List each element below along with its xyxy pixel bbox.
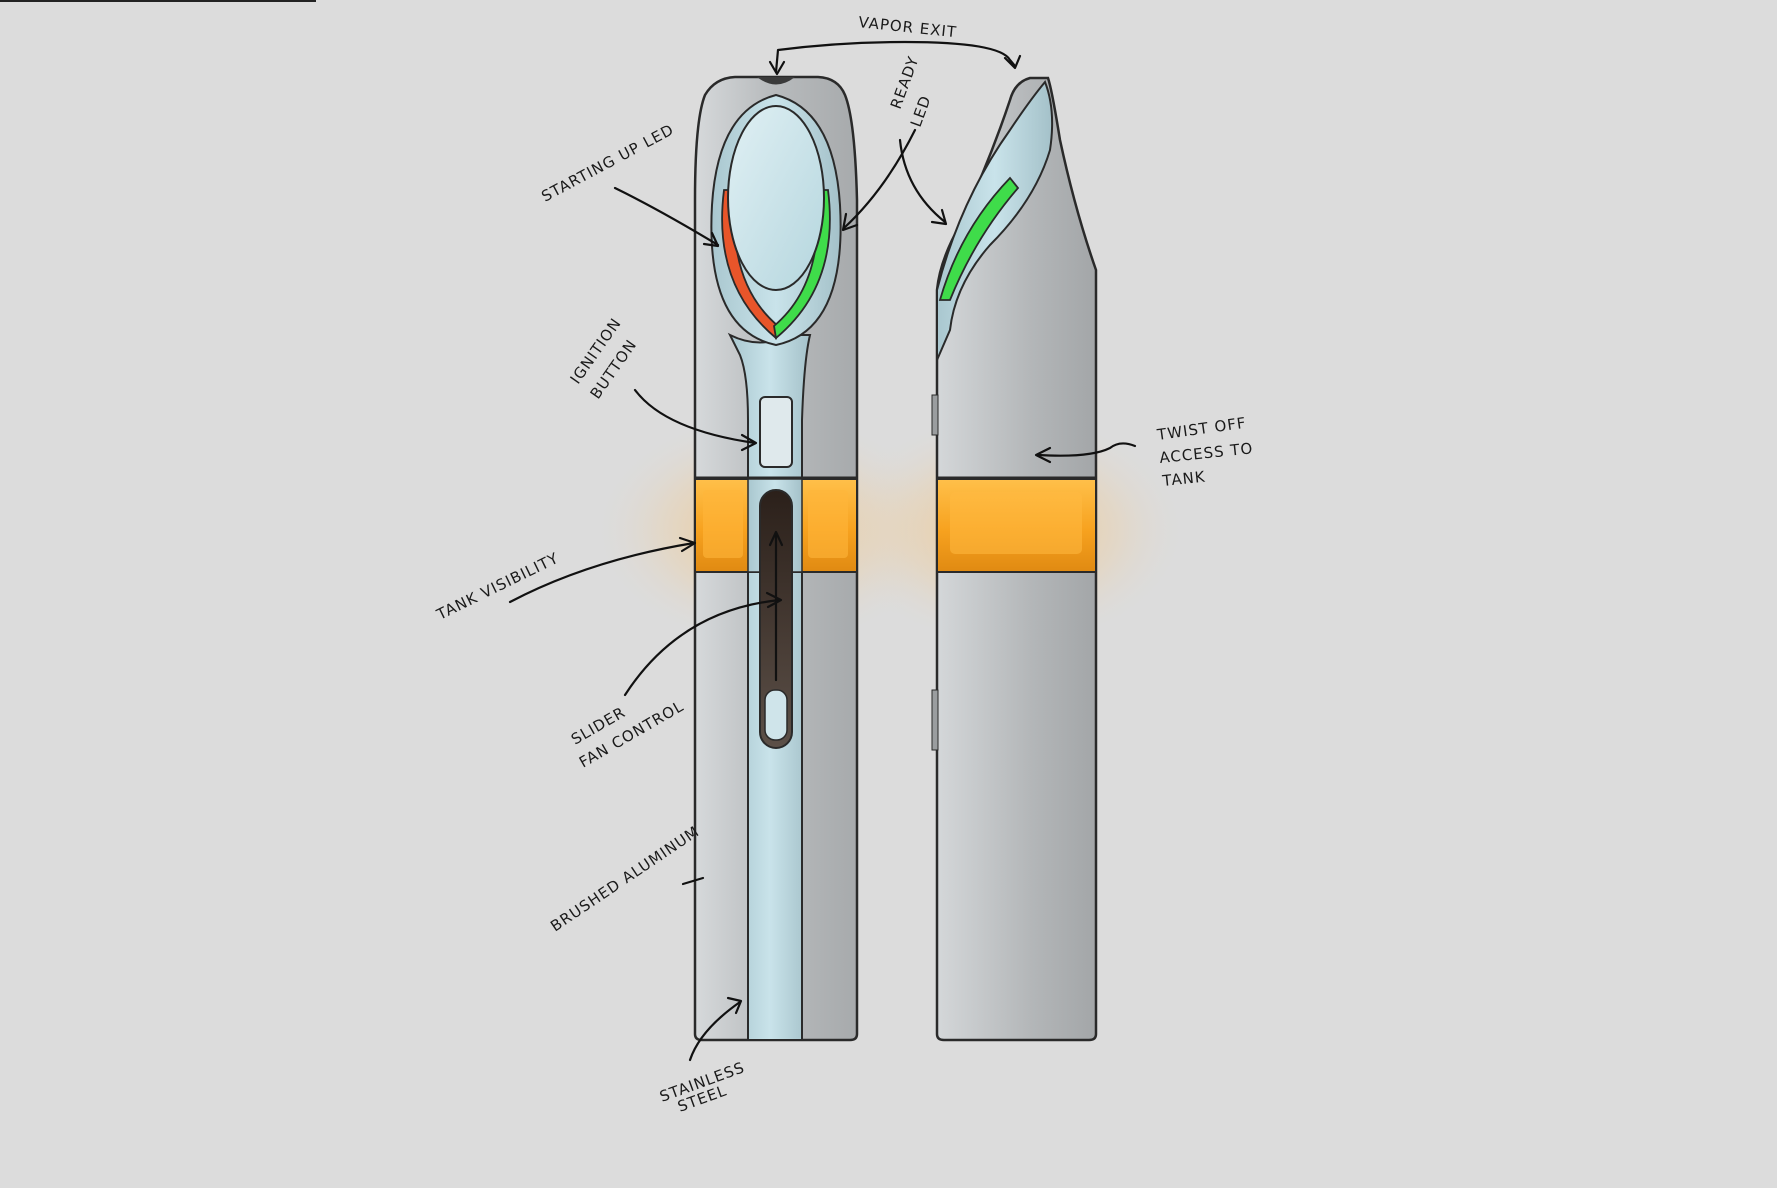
label-twist-1: TWIST OFF: [1155, 414, 1248, 444]
fan-control-slider-knob[interactable]: [764, 689, 788, 741]
tank-visibility-arrowhead: [678, 536, 697, 553]
twist-arrow: [1036, 442, 1137, 457]
side-ready-led: [938, 176, 1020, 301]
device-side-view: [931, 76, 1098, 1042]
side-slider-bump: [931, 689, 939, 751]
label-brushed-aluminum: BRUSHED ALUMINUM: [547, 822, 703, 935]
brushed-aluminum-tick: [681, 876, 705, 886]
ignition-arrowhead: [740, 433, 758, 452]
tank-window-front-inner-left: [703, 490, 743, 558]
device-front-view: [693, 75, 859, 1042]
vapor-exit-arrowhead-left: [768, 60, 786, 76]
vapor-exit-arrowhead-right: [1003, 54, 1022, 70]
ready-led-arrow-right: [898, 138, 947, 224]
ready-led-arrowhead-left: [841, 212, 859, 232]
ready-led-arrowhead-right: [930, 208, 948, 226]
tank-visibility-arrow: [508, 541, 696, 604]
ignition-button[interactable]: [759, 396, 793, 468]
starting-up-led-arrowhead: [702, 231, 720, 248]
vapor-exit-bracket: [774, 40, 1017, 74]
label-starting-up-led: STARTING UP LED: [538, 120, 677, 205]
slider-arrow-head: [768, 530, 784, 547]
side-button-bump: [931, 394, 939, 436]
slider-arrowhead-annotation: [765, 591, 783, 609]
front-vapor-exit-notch: [757, 77, 795, 85]
tank-window-side-inner: [950, 492, 1082, 554]
slider-arrow-annotation: [623, 598, 782, 697]
oval-lens: [727, 105, 825, 291]
label-twist-3: TANK: [1161, 468, 1207, 491]
twist-arrowhead: [1034, 446, 1052, 464]
stainless-arrow: [688, 1000, 742, 1062]
stainless-arrowhead: [726, 996, 743, 1015]
ready-led-arrow-left: [842, 128, 917, 230]
label-ready-led-2: LED: [907, 93, 935, 130]
top-rule-line: [0, 0, 316, 2]
starting-up-led-arrow: [613, 186, 720, 247]
label-twist-2: ACCESS TO: [1159, 439, 1255, 467]
ignition-arrow: [633, 388, 757, 445]
tank-window-front-inner-right: [808, 490, 848, 558]
side-steel-swoosh: [936, 80, 1054, 361]
label-vapor-exit: VAPOR EXIT: [858, 13, 958, 41]
